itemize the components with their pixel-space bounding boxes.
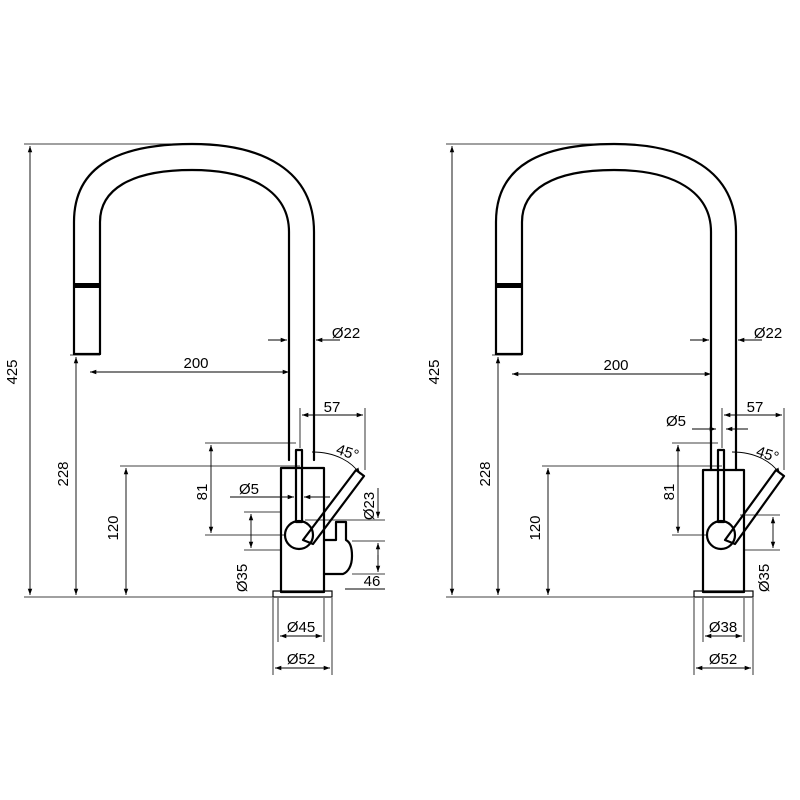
dim-lever-diameter-left: Ø5	[239, 481, 259, 498]
dim-body-diameter-right: Ø35	[756, 564, 773, 592]
handle-right	[723, 468, 786, 546]
dim-outlet-height-right: 228	[477, 461, 494, 486]
handle-knob-right	[705, 519, 737, 551]
dim-outlet-height-left: 228	[55, 461, 72, 486]
dim-base-inner-left: Ø45	[287, 619, 315, 636]
spout-outer-left	[72, 142, 316, 462]
faucet-left: 425 228 120 200 Ø22 57 45° 81 Ø5	[4, 142, 385, 675]
spout-inner-left	[98, 168, 291, 462]
spout-outer-right	[494, 142, 738, 472]
lever-rod-right	[716, 448, 726, 524]
dim-total-height-right: 425	[426, 359, 443, 384]
dim-axis-height-left: 120	[105, 515, 122, 540]
spout-ring-left	[74, 283, 100, 288]
dim-handle-rise-right: 81	[661, 484, 678, 501]
dim-handle-offset-right: 57	[747, 399, 764, 416]
dim-body-diameter-left: Ø35	[234, 564, 251, 592]
lever-rod-left	[294, 448, 304, 524]
dim-knob-diameter-left: Ø23	[361, 492, 378, 520]
handle-knob-left	[283, 519, 315, 551]
dim-base-outer-left: Ø52	[287, 651, 315, 668]
base-plate-left	[272, 590, 333, 598]
dim-spout-diameter-right: Ø22	[754, 325, 782, 342]
dim-handle-rise-left: 81	[194, 484, 211, 501]
dim-angle-right: 45°	[754, 443, 781, 466]
spout-ring-right	[496, 283, 522, 288]
side-valve-left	[322, 520, 354, 576]
handle-left	[301, 468, 366, 546]
faucet-right: 425 228 120 200 Ø22 57 Ø5 45° 81	[426, 142, 786, 675]
dim-angle-left: 45°	[334, 441, 361, 464]
spout-inner-right	[520, 168, 713, 472]
dim-base-inner-right: Ø38	[709, 619, 737, 636]
dim-total-height-left: 425	[4, 359, 21, 384]
dim-lever-diameter-right: Ø5	[666, 413, 686, 430]
dim-axis-height-right: 120	[527, 515, 544, 540]
dim-handle-offset-left: 57	[324, 399, 341, 416]
dim-reach-left: 200	[183, 355, 208, 372]
dim-base-outer-right: Ø52	[709, 651, 737, 668]
faucet-body-left	[279, 466, 326, 594]
dim-spout-diameter-left: Ø22	[332, 325, 360, 342]
dim-side-valve-left: 46	[364, 573, 381, 590]
dim-reach-right: 200	[603, 357, 628, 374]
faucet-body-right	[701, 468, 746, 594]
base-plate-right	[693, 590, 754, 598]
